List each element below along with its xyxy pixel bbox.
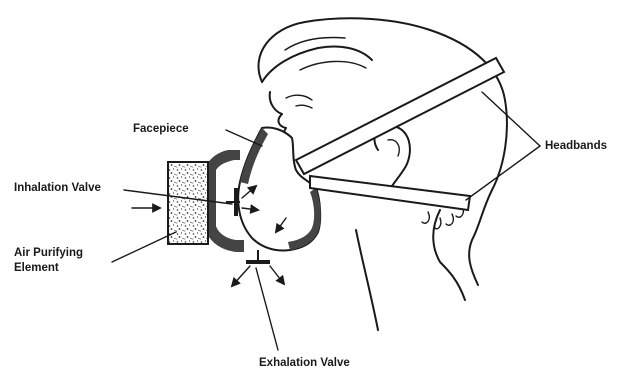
- exhalation-valve-label: Exhalation Valve: [259, 356, 350, 370]
- air-purifying-element-label-line2: Element: [14, 261, 59, 275]
- headbands-shape: [296, 58, 504, 210]
- inhalation-valve-shape: [226, 188, 240, 216]
- inhalation-valve-label: Inhalation Valve: [14, 181, 101, 195]
- facepiece-label: Facepiece: [133, 122, 189, 136]
- air-purifying-element-label-line1: Air Purifying: [14, 246, 83, 260]
- exhalation-valve-shape: [246, 250, 270, 262]
- air-purifying-element-shape: [168, 162, 208, 244]
- facepiece: [206, 127, 321, 252]
- headbands-label: Headbands: [545, 139, 607, 153]
